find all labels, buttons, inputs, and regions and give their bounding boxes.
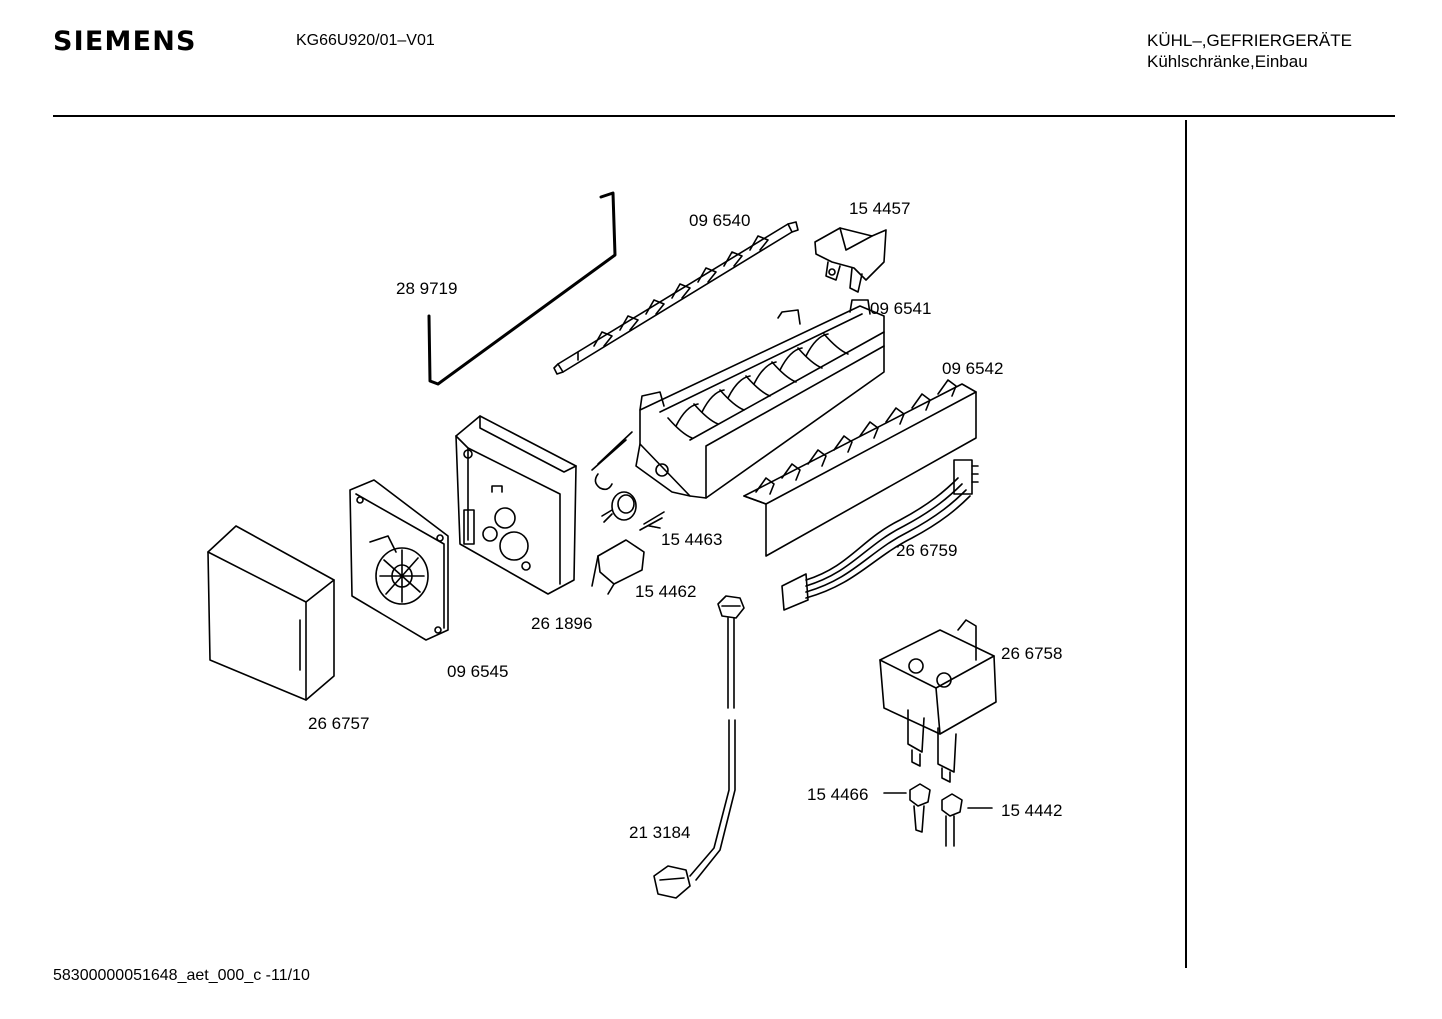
category-title: KÜHL–,GEFRIERGERÄTE — [1147, 31, 1352, 50]
label-part-266757: 26 6757 — [308, 714, 370, 733]
part-fitting-154466[interactable] — [883, 783, 931, 833]
part-ejector-shaft[interactable] — [553, 221, 799, 375]
label-part-213184: 21 3184 — [629, 823, 691, 842]
part-water-valve[interactable] — [879, 619, 997, 783]
label-part-096542: 09 6542 — [942, 359, 1004, 378]
document-id: 58300000051648_aet_000_c -11/10 — [53, 967, 310, 985]
label-part-266759: 26 6759 — [896, 541, 958, 560]
label-part-096545: 09 6545 — [447, 662, 509, 681]
part-mould-tray[interactable] — [591, 299, 885, 499]
part-gear-plate[interactable] — [349, 479, 449, 641]
right-margin-divider — [1185, 120, 1187, 968]
model-number: KG66U920/01–V01 — [296, 32, 435, 49]
part-thermostat[interactable] — [601, 491, 665, 531]
label-part-154457: 15 4457 — [849, 199, 911, 218]
label-part-154442: 15 4442 — [1001, 801, 1063, 820]
header-divider — [53, 115, 1395, 117]
label-part-096541: 09 6541 — [870, 299, 932, 318]
label-part-154462: 15 4462 — [635, 582, 697, 601]
label-part-154466: 15 4466 — [807, 785, 869, 804]
part-wire-bail[interactable] — [427, 191, 617, 386]
part-wire-harness[interactable] — [781, 459, 979, 611]
label-part-154463: 15 4463 — [661, 530, 723, 549]
document-number: 58300000051648_aet_000_c — [53, 967, 262, 984]
category-subtitle: Kühlschränke,Einbau — [1147, 52, 1308, 71]
label-part-096540: 09 6540 — [689, 211, 751, 230]
part-cover[interactable] — [207, 525, 335, 701]
part-water-pipe[interactable] — [653, 595, 745, 899]
part-stripper[interactable] — [743, 379, 977, 557]
label-part-261896: 26 1896 — [531, 614, 593, 633]
part-fitting-154442[interactable] — [941, 793, 993, 847]
part-bracket-154457[interactable] — [814, 227, 887, 293]
label-part-266758: 26 6758 — [1001, 644, 1063, 663]
document-revision: -11/10 — [265, 967, 310, 984]
part-clip[interactable] — [591, 539, 645, 595]
part-housing[interactable] — [455, 415, 577, 595]
label-part-289719: 28 9719 — [396, 279, 458, 298]
brand-logo: SIEMENS — [53, 26, 197, 57]
